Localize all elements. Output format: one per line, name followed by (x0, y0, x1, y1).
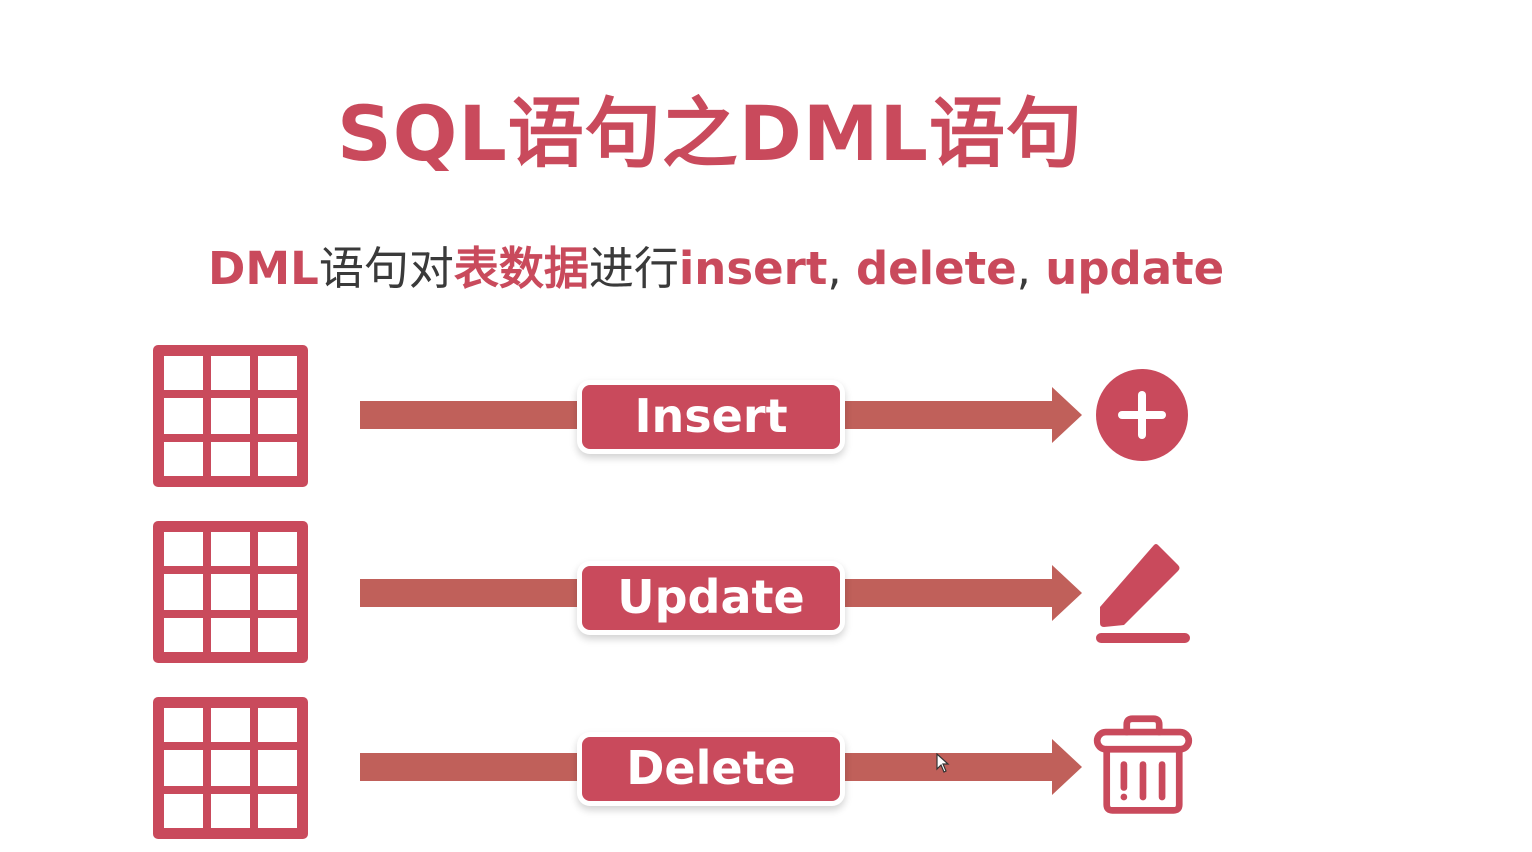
table-grid-icon (153, 521, 308, 663)
subtitle-table-data: 表数据 (453, 242, 589, 295)
insert-row: Insert (0, 345, 1532, 495)
insert-label: Insert (582, 385, 840, 449)
mouse-cursor-icon (936, 753, 950, 773)
arrow-head (1052, 739, 1082, 795)
update-row: Update (0, 521, 1532, 671)
subtitle-delete: delete (855, 242, 1017, 295)
update-label: Update (582, 566, 840, 630)
trash-icon (1093, 715, 1193, 814)
subtitle-sep-2: , (1016, 242, 1046, 295)
table-grid-icon (153, 345, 308, 487)
subtitle-dml: DML (208, 242, 319, 295)
subtitle-text-1: 语句对 (318, 242, 454, 295)
slide-subtitle: DML语句对表数据进行insert, delete, update (208, 232, 1224, 297)
delete-row: Delete (0, 697, 1532, 847)
edit-pencil-icon (1096, 544, 1190, 643)
arrow-head (1052, 387, 1082, 443)
subtitle-insert: insert (678, 242, 828, 295)
arrow-head (1052, 565, 1082, 621)
table-grid-icon (153, 697, 308, 839)
slide-title: SQL语句之DML语句 (337, 89, 1083, 178)
plus-circle-icon (1096, 369, 1188, 461)
subtitle-text-2: 进行 (588, 242, 679, 295)
subtitle-sep-1: , (827, 242, 856, 295)
delete-label: Delete (582, 737, 840, 801)
subtitle-update: update (1045, 242, 1225, 295)
